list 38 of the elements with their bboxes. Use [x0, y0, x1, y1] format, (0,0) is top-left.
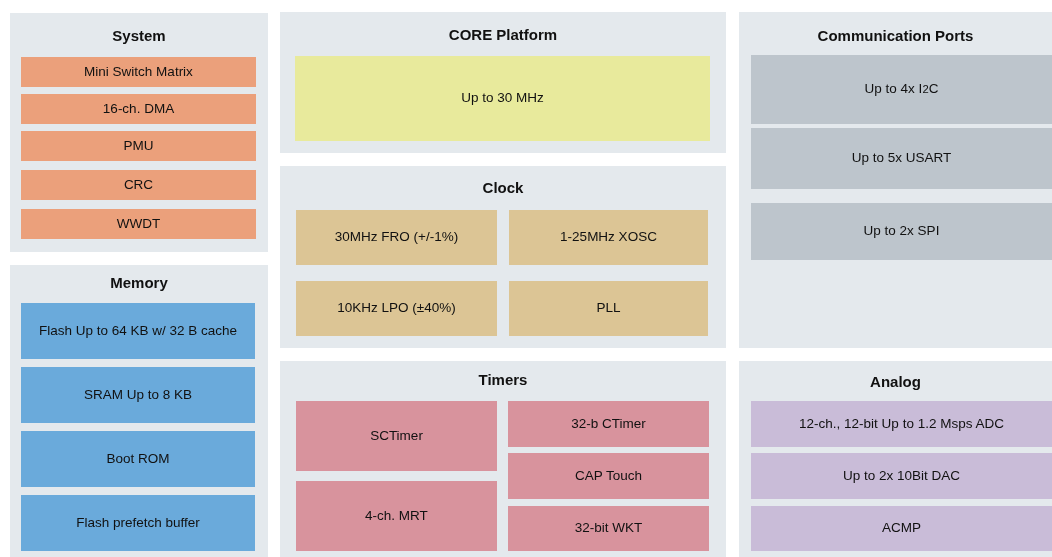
block: 1-25MHz XOSC: [509, 210, 708, 265]
block: WWDT: [21, 209, 256, 239]
block: 32-bit WKT: [508, 506, 709, 551]
block: 30MHz FRO (+/-1%): [296, 210, 497, 265]
section-panel: [739, 12, 1052, 348]
section-title: Clock: [481, 179, 525, 196]
block: Flash Up to 64 KB w/ 32 B cache: [21, 303, 255, 359]
section-panel: [280, 166, 726, 348]
block: 10KHz LPO (±40%): [296, 281, 497, 336]
block: Flash prefetch buffer: [21, 495, 255, 551]
section-panel: [739, 361, 1052, 557]
block: 16-ch. DMA: [21, 94, 256, 124]
block: SCTimer: [296, 401, 497, 471]
block: 4-ch. MRT: [296, 481, 497, 551]
section-title: System: [111, 27, 167, 44]
block: CAP Touch: [508, 453, 709, 499]
block: Boot ROM: [21, 431, 255, 487]
block: 32-b CTimer: [508, 401, 709, 447]
block: CRC: [21, 170, 256, 200]
section-title: CORE Platform: [447, 26, 559, 43]
section-panel: [280, 12, 726, 153]
block: Up to 2x SPI: [751, 203, 1052, 260]
section-title: Timers: [477, 371, 529, 388]
section-panel: [10, 13, 268, 252]
block: ACMP: [751, 506, 1052, 551]
block: Up to 30 MHz: [295, 56, 710, 141]
block: Up to 5x USART: [751, 128, 1052, 189]
section-title: Communication Ports: [816, 27, 975, 44]
section-panel: [10, 265, 268, 557]
section-title: Analog: [869, 373, 922, 390]
block: PMU: [21, 131, 256, 161]
block: 12-ch., 12-bit Up to 1.2 Msps ADC: [751, 401, 1052, 447]
section-panel: [280, 361, 726, 557]
section-title: Memory: [109, 274, 169, 291]
block: Up to 2x 10Bit DAC: [751, 453, 1052, 499]
block: SRAM Up to 8 KB: [21, 367, 255, 423]
block: Mini Switch Matrix: [21, 57, 256, 87]
block: PLL: [509, 281, 708, 336]
